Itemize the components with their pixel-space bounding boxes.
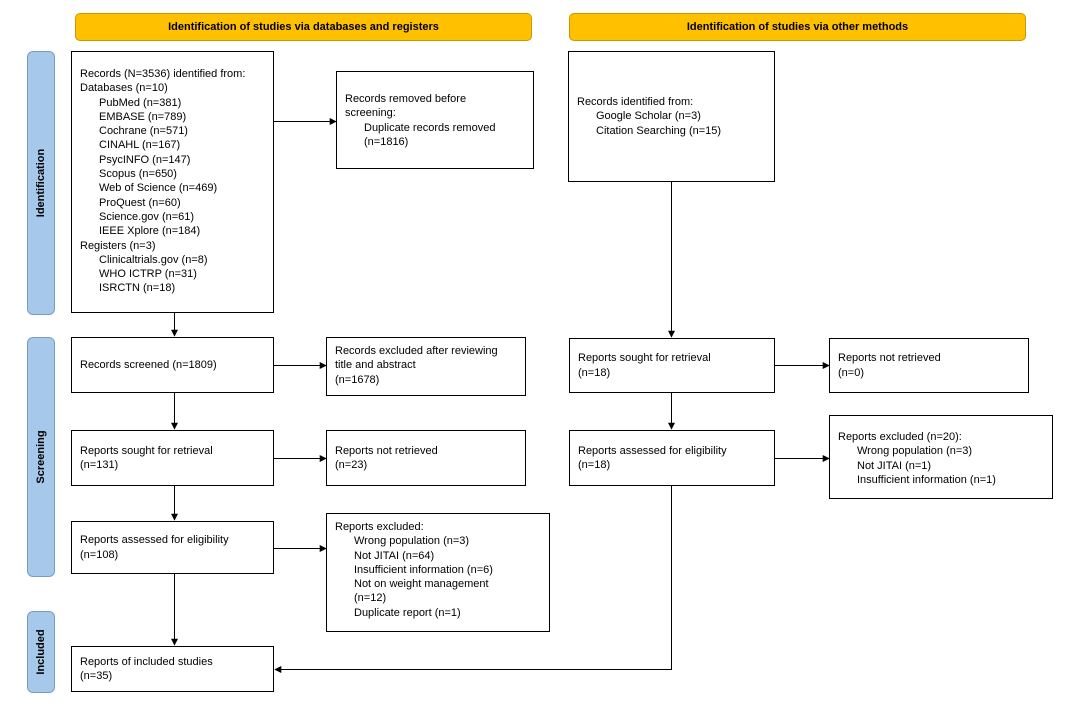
other-reports-assessed-line: (n=18) xyxy=(578,459,611,471)
records-excluded-line: title and abstract xyxy=(335,359,416,372)
other-exclusion-reason: Not JITAI (n=1) xyxy=(857,459,932,472)
database-item: ProQuest (n=60) xyxy=(99,196,181,209)
other-source-item: Google Scholar (n=3) xyxy=(596,110,701,123)
other-source-item: Citation Searching (n=15) xyxy=(596,124,722,137)
records-removed-box: Records removed before screening: Duplic… xyxy=(336,71,534,169)
phase-included: Included xyxy=(27,611,55,693)
reports-sought-line: (n=131) xyxy=(80,459,119,471)
database-item: PubMed (n=381) xyxy=(99,96,182,109)
exclusion-reason: Wrong population (n=3) xyxy=(354,535,470,548)
reports-not-retrieved-line: Reports not retrieved xyxy=(335,444,438,457)
database-item: IEEE Xplore (n=184) xyxy=(99,225,201,238)
other-reports-sought-line: Reports sought for retrieval xyxy=(578,352,711,365)
other-reports-sought-line: (n=18) xyxy=(578,366,611,379)
database-item: Web of Science (n=469) xyxy=(99,182,218,195)
other-reports-assessed-line: Reports assessed for eligibility xyxy=(578,444,727,457)
reports-assessed-line: (n=108) xyxy=(80,548,119,561)
other-exclusion-reason: Insufficient information (n=1) xyxy=(857,473,996,486)
database-item: PsycINFO (n=147) xyxy=(99,153,191,166)
register-item: Clinicaltrials.gov (n=8) xyxy=(99,253,208,266)
phase-identification: Identification xyxy=(27,51,55,315)
reports-not-retrieved-line: (n=23) xyxy=(335,459,368,471)
register-item: ISRCTN (n=18) xyxy=(99,282,176,295)
other-reports-excluded-title: Reports excluded (n=20): xyxy=(838,431,962,443)
register-item: WHO ICTRP (n=31) xyxy=(99,268,197,281)
included-studies-line: (n=35) xyxy=(80,670,113,682)
database-item: CINAHL (n=167) xyxy=(99,139,181,152)
other-reports-excluded-box: Reports excluded (n=20): Wrong populatio… xyxy=(829,415,1053,499)
records-removed-line: (n=1816) xyxy=(364,135,409,148)
reports-assessed-box: Reports assessed for eligibility (n=108) xyxy=(71,521,274,574)
other-reports-assessed-box: Reports assessed for eligibility (n=18) xyxy=(569,430,775,486)
database-item: Cochrane (n=571) xyxy=(99,125,188,138)
other-records-identified-title: Records identified from: xyxy=(577,96,694,108)
records-identified-title: Records (N=3536) identified from: xyxy=(80,68,246,80)
exclusion-reason: Duplicate report (n=1) xyxy=(354,606,461,619)
records-screened-box: Records screened (n=1809) xyxy=(71,337,274,393)
records-removed-line: screening: xyxy=(345,107,396,120)
reports-excluded-title: Reports excluded: xyxy=(335,521,424,533)
arrow-other-assessed-to-included xyxy=(274,486,672,673)
exclusion-reason: Not on weight management xyxy=(354,578,489,591)
exclusion-reason: Insufficient information (n=6) xyxy=(354,563,493,576)
records-removed-line: Records removed before xyxy=(345,93,467,105)
other-records-identified-box: Records identified from: Google Scholar … xyxy=(568,51,775,182)
header-other-methods: Identification of studies via other meth… xyxy=(569,13,1026,41)
records-identified-box: Records (N=3536) identified from: Databa… xyxy=(71,51,274,313)
reports-assessed-line: Reports assessed for eligibility xyxy=(80,534,229,547)
other-exclusion-reason: Wrong population (n=3) xyxy=(857,445,973,458)
reports-sought-line: Reports sought for retrieval xyxy=(80,444,213,457)
included-studies-line: Reports of included studies xyxy=(80,655,213,668)
reports-sought-box: Reports sought for retrieval (n=131) xyxy=(71,430,274,486)
database-item: Scopus (n=650) xyxy=(99,168,177,181)
header-databases-registers: Identification of studies via databases … xyxy=(75,13,532,41)
records-excluded-box: Records excluded after reviewing title a… xyxy=(326,337,526,396)
records-excluded-line: Records excluded after reviewing xyxy=(335,345,498,357)
records-excluded-line: (n=1678) xyxy=(335,373,380,386)
included-studies-box: Reports of included studies (n=35) xyxy=(71,646,274,692)
other-reports-sought-box: Reports sought for retrieval (n=18) xyxy=(569,338,775,393)
databases-label: Databases (n=10) xyxy=(80,82,168,95)
other-reports-not-retrieved-box: Reports not retrieved (n=0) xyxy=(829,338,1029,393)
other-reports-not-retrieved-line: Reports not retrieved xyxy=(838,352,941,365)
database-item: Science.gov (n=61) xyxy=(99,210,195,223)
registers-label: Registers (n=3) xyxy=(80,239,156,252)
records-screened-line: Records screened (n=1809) xyxy=(80,358,217,371)
records-removed-line: Duplicate records removed xyxy=(364,121,496,134)
reports-not-retrieved-box: Reports not retrieved (n=23) xyxy=(326,430,526,486)
exclusion-reason: Not JITAI (n=64) xyxy=(354,549,435,562)
reports-excluded-box: Reports excluded: Wrong population (n=3)… xyxy=(326,513,550,632)
other-reports-not-retrieved-line: (n=0) xyxy=(838,366,864,379)
exclusion-reason: (n=12) xyxy=(354,592,387,605)
database-item: EMBASE (n=789) xyxy=(99,110,187,123)
phase-screening: Screening xyxy=(27,337,55,577)
